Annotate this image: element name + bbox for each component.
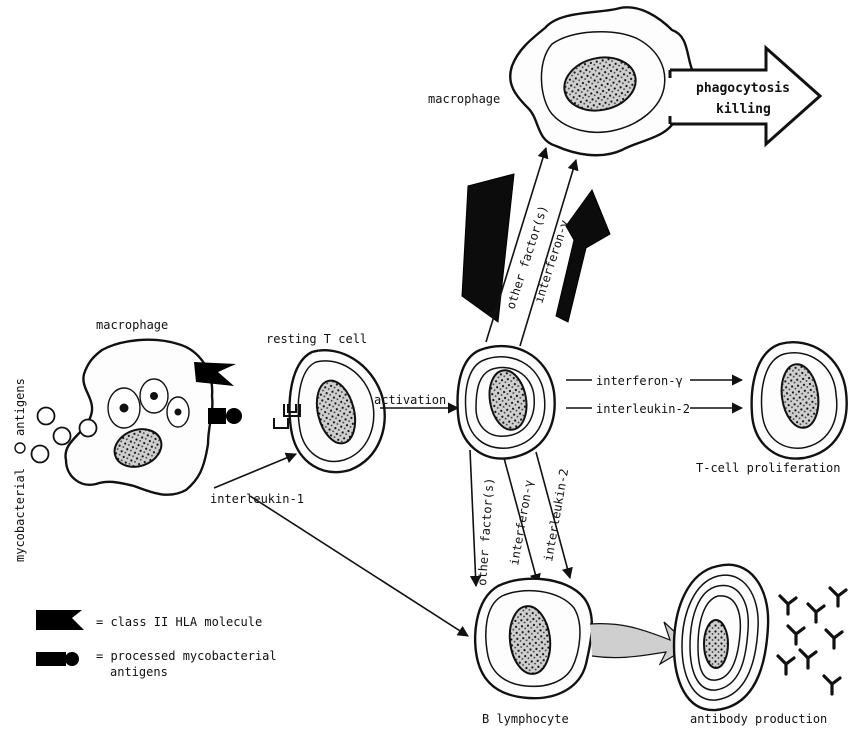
macrophage-top — [510, 7, 695, 155]
interferon-down-label: interferon-γ — [507, 479, 536, 567]
macrophage-left-label: macrophage — [96, 318, 168, 332]
antibody-production-label: antibody production — [690, 712, 827, 726]
legend-antigen-label-1: = processed mycobacterial — [96, 649, 277, 663]
processed-antigen-icon — [208, 408, 242, 424]
macrophage-top-label: macrophage — [428, 92, 500, 106]
legend: = class II HLA molecule = processed myco… — [36, 610, 277, 679]
interleukin2-down-label: interleukin-2 — [541, 468, 571, 563]
killing-label: killing — [716, 102, 771, 117]
legend-antigen-icon — [36, 652, 79, 666]
activation-label: activation — [374, 393, 446, 407]
hla-molecule-icon — [194, 362, 236, 386]
plasma-cell — [674, 565, 768, 710]
interferon-right-label: interferon-γ — [596, 374, 683, 388]
interleukin1-label: interleukin-1 — [210, 492, 304, 506]
resting-t-cell-label: resting T cell — [266, 332, 367, 346]
antibodies-cluster — [778, 588, 846, 694]
b-lymphocyte — [475, 579, 592, 699]
macrophage-left — [66, 340, 213, 495]
big-arrow-right — [556, 190, 610, 322]
legend-hla-label: = class II HLA molecule — [96, 615, 262, 629]
proliferating-t-cell — [752, 342, 847, 458]
phagocytosis-arrow — [670, 48, 820, 144]
phagocytosis-label: phagocytosis — [696, 81, 790, 96]
legend-hla-icon — [36, 610, 84, 630]
resting-t-cell — [289, 350, 384, 472]
other-factors-down-label: other factor(s) — [475, 477, 497, 586]
mycobacterial-antigens-label-a: mycobacterial — [13, 468, 27, 562]
mycobacterial-antigens-label-b: antigens — [13, 378, 27, 436]
t-cell-proliferation-label: T-cell proliferation — [696, 461, 841, 475]
activated-t-cell — [458, 346, 555, 458]
antigen-icon-inline — [15, 443, 25, 453]
b-lymphocyte-label: B lymphocyte — [482, 712, 569, 726]
legend-antigen-label-2: antigens — [110, 665, 168, 679]
interleukin2-right-label: interleukin-2 — [596, 402, 690, 416]
